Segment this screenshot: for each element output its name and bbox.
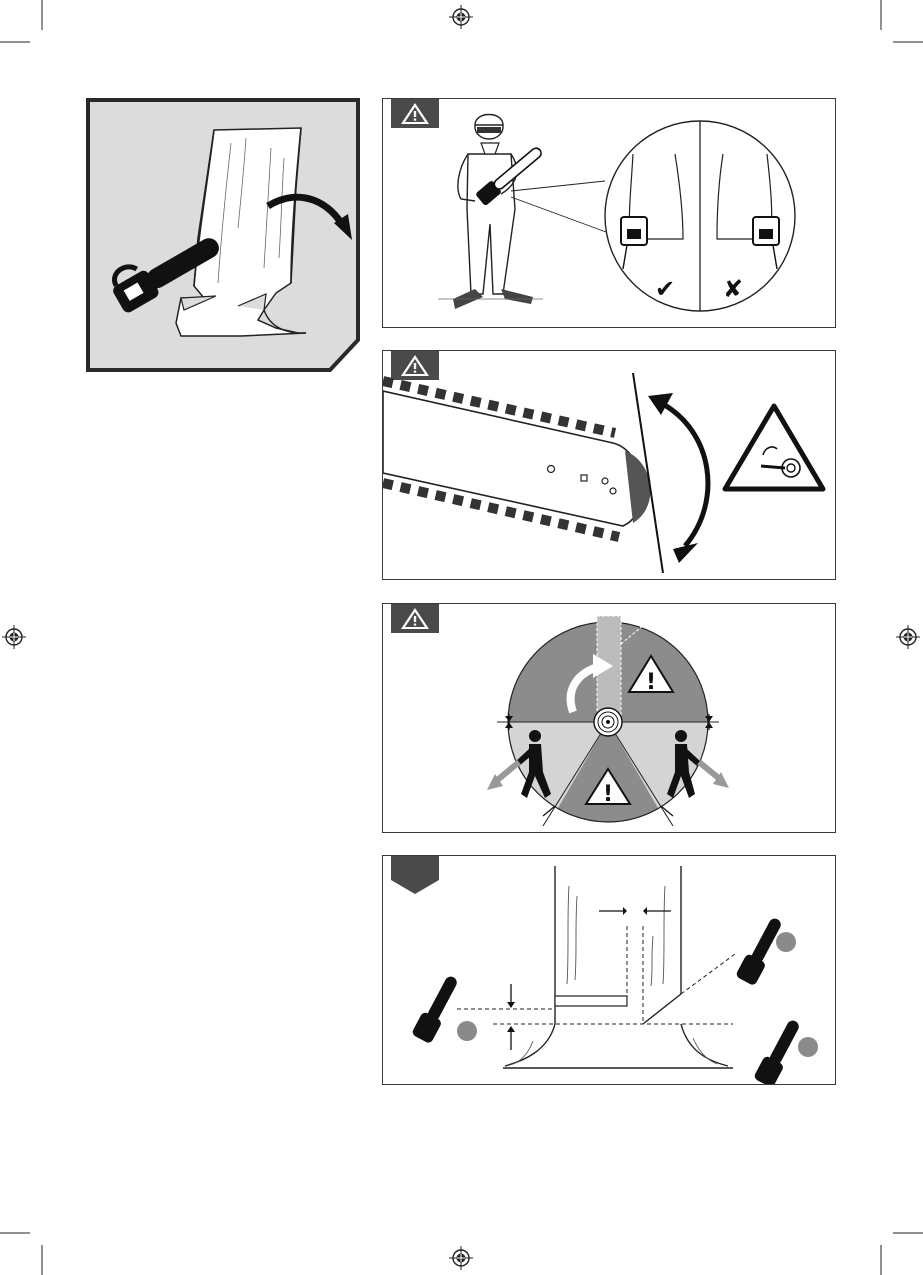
registration-mark-right	[896, 625, 920, 649]
felling-cuts-icon	[411, 866, 818, 1085]
felling-danger-zone-icon: ! !	[487, 614, 729, 833]
chainsaw-top-right-icon	[735, 914, 787, 986]
warning-icon	[391, 351, 439, 380]
step-marker-bottom-right	[798, 1037, 818, 1057]
feature-panel-tree-felling	[86, 98, 360, 373]
crop-mark-bottom-left	[0, 1225, 50, 1275]
step-marker-top-right	[776, 932, 796, 952]
panel-kickback	[382, 350, 836, 580]
check-mark-icon: ✔	[655, 275, 675, 303]
chainsaw-left-icon	[411, 972, 463, 1044]
crop-mark-bottom-right	[873, 1225, 923, 1275]
kickback-zone-icon	[383, 373, 823, 573]
chainsaw-bottom-right-icon	[753, 1016, 805, 1085]
svg-text:!: !	[603, 782, 613, 807]
warning-icon	[391, 604, 439, 633]
crop-mark-top-left	[0, 0, 50, 50]
registration-mark-bottom	[449, 1246, 473, 1270]
cross-mark-icon: ✘	[723, 275, 743, 303]
warning-icon	[391, 99, 439, 128]
step-badge	[391, 856, 439, 894]
crop-mark-top-right	[873, 0, 923, 50]
operator-protective-gear-icon: ✔ ✘	[438, 115, 795, 312]
registration-mark-top	[449, 5, 473, 29]
panel-felling-cuts	[382, 855, 836, 1085]
panel-protective-gear: ✔ ✘	[382, 98, 836, 328]
svg-text:!: !	[646, 670, 656, 695]
panel-danger-zone: ! !	[382, 603, 836, 833]
registration-mark-left	[2, 625, 26, 649]
step-marker-left	[457, 1021, 477, 1041]
